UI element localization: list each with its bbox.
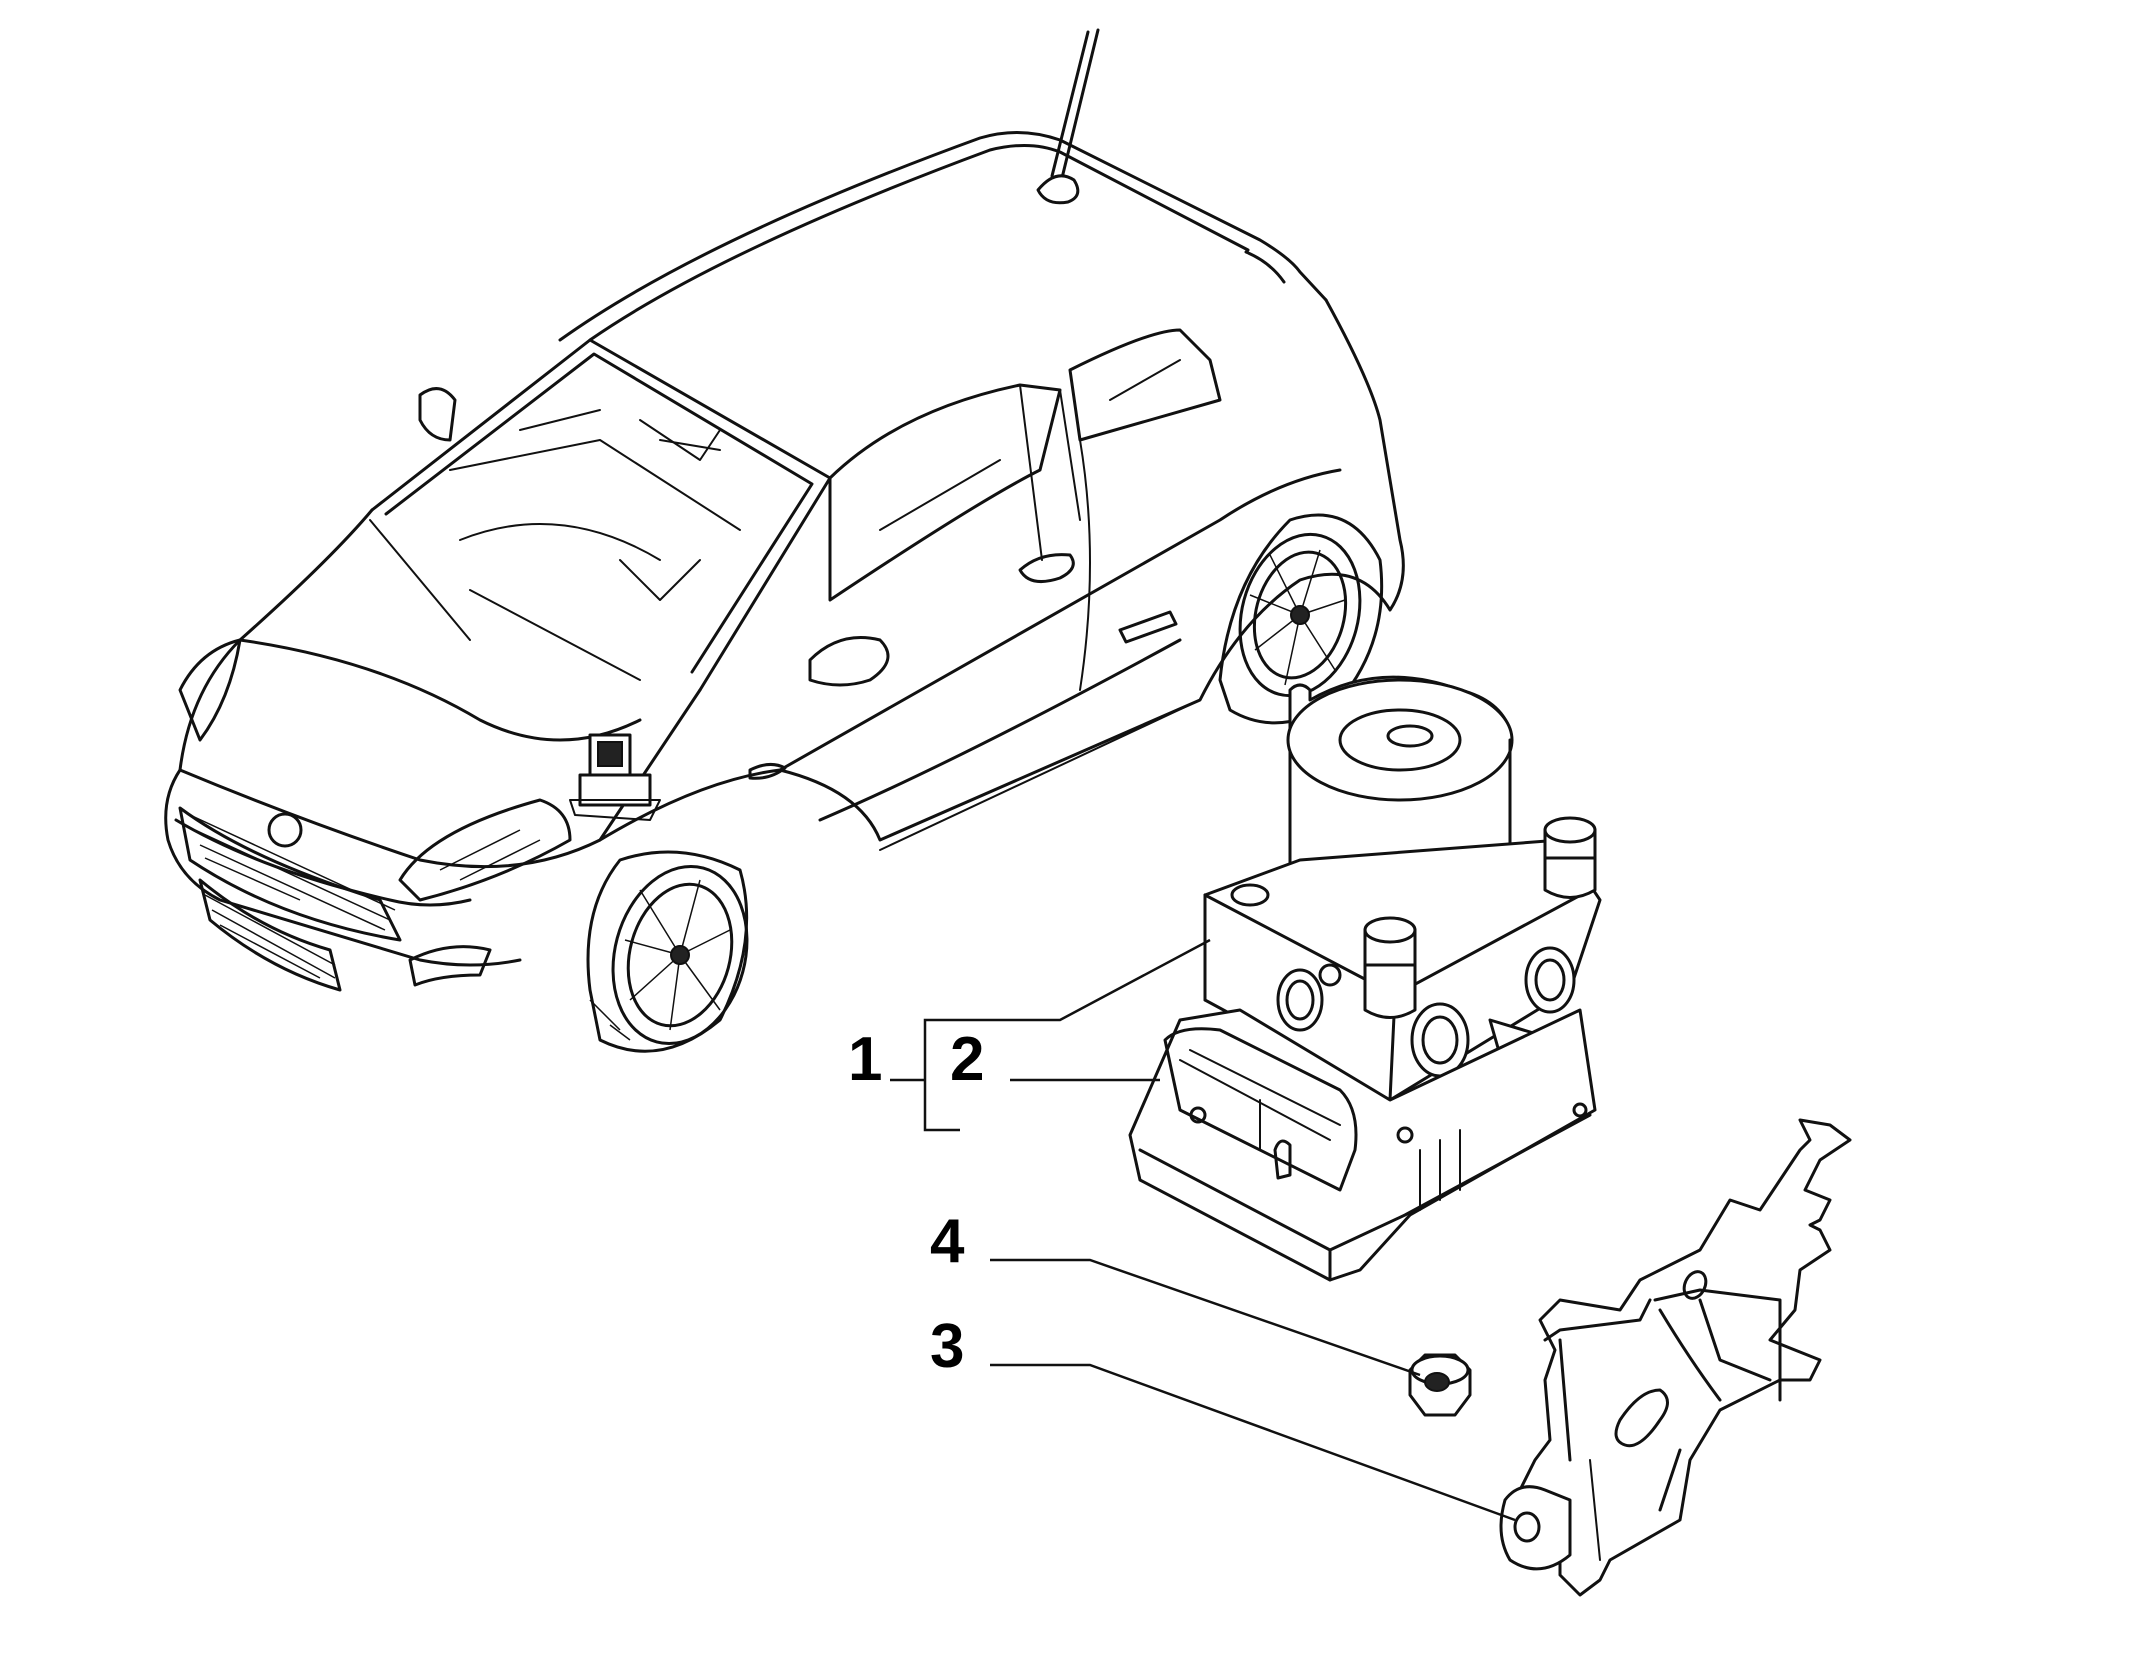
callout-1: 1 <box>848 1025 882 1094</box>
car-illustration <box>164 28 1405 1053</box>
callout-2: 2 <box>950 1025 984 1094</box>
leader-3 <box>990 1363 1516 1522</box>
bracket-group-1 <box>923 1018 960 1132</box>
leader-4 <box>990 1258 1421 1377</box>
callout-4: 4 <box>930 1207 965 1276</box>
nut <box>1408 1353 1472 1417</box>
leader-1-to-block <box>960 938 1211 1022</box>
bracket <box>1499 1118 1852 1597</box>
leader-lines <box>890 938 1516 1522</box>
callout-3: 3 <box>930 1312 964 1381</box>
abs-hydraulic-unit <box>1128 675 1602 1282</box>
